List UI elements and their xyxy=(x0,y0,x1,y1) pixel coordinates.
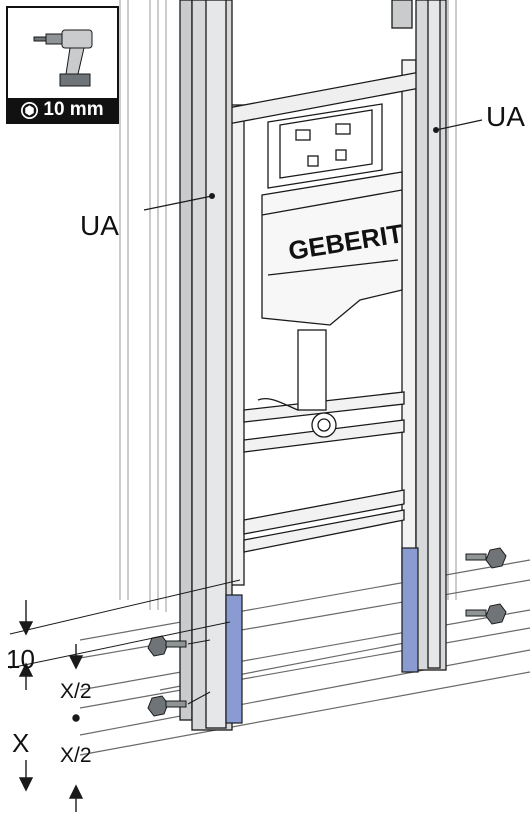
floor-rails xyxy=(79,559,530,756)
dim-half-lower-label: X/2 xyxy=(60,744,92,767)
dimension-lines xyxy=(9,579,241,812)
ua-rail-right xyxy=(391,0,447,671)
dim-total-label: X xyxy=(12,728,29,758)
tool-requirement-box: 10 mm xyxy=(6,6,119,124)
height-adjust-bracket-left xyxy=(225,594,243,724)
ua-left-leader xyxy=(143,195,213,211)
screw-left-upper-icon xyxy=(147,635,211,657)
tool-size-label: 10 mm xyxy=(43,99,104,120)
ua-label-left: UA xyxy=(80,210,119,241)
drain-pipe xyxy=(257,329,337,438)
wall-studs xyxy=(119,0,457,612)
ua-rail-left xyxy=(179,0,233,731)
cistern xyxy=(261,103,403,326)
cordless-drill-icon xyxy=(33,29,93,87)
dim-half-upper-label: X/2 xyxy=(60,680,92,703)
dim-offset-label: 10 xyxy=(6,644,35,674)
screw-right-lower-icon xyxy=(465,603,507,625)
ua-right-leader xyxy=(435,119,483,131)
ua-label-right: UA xyxy=(486,101,525,132)
screw-right-upper-icon xyxy=(465,547,507,569)
hex-socket-icon xyxy=(21,101,39,119)
tool-size-badge: 10 mm xyxy=(8,98,117,122)
frame-body xyxy=(227,59,421,586)
height-adjust-bracket-right xyxy=(401,547,419,673)
screw-left-lower-icon xyxy=(147,691,211,717)
